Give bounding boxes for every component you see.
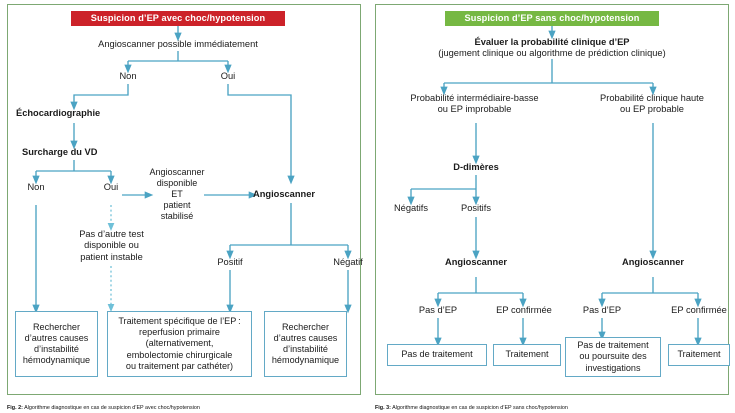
caption-left-text: Algorithme diagnostique en cas de suspic… bbox=[24, 405, 200, 411]
caption-right-text: Algorithme diagnostique en cas de suspic… bbox=[392, 405, 568, 411]
flowchart-left: Suspicion d’EP avec choc/hypotension Ang… bbox=[8, 5, 363, 394]
node-pas-autre-test: Pas d’autre test disponible ou patient i… bbox=[79, 229, 144, 262]
outcome-box-rechercher-causes-2: Rechercher d’autres causes d’instabilité… bbox=[264, 311, 347, 377]
node-d-dimeres: D-dimères bbox=[453, 162, 499, 172]
node-oui-2: Oui bbox=[103, 182, 119, 192]
caption-left: Fig. 2: Algorithme diagnostique en cas d… bbox=[7, 405, 359, 412]
banner-left: Suspicion d’EP avec choc/hypotension bbox=[71, 11, 285, 26]
outcome-box-rechercher-causes-1: Rechercher d’autres causes d’instabilité… bbox=[15, 311, 98, 377]
node-negatif: Négatif bbox=[333, 257, 363, 267]
outcome-box-pas-traitement-poursuite: Pas de traitement ou poursuite des inves… bbox=[565, 337, 661, 377]
figure-left: Suspicion d’EP avec choc/hypotension Ang… bbox=[7, 4, 363, 412]
connector-layer-right bbox=[407, 26, 702, 347]
node-surcharge-vd: Surcharge du VD bbox=[22, 147, 98, 157]
node-angioscanner-right-left: Angioscanner bbox=[445, 257, 507, 267]
node-probabilite-haute: Probabilité clinique haute ou EP probabl… bbox=[600, 93, 704, 115]
node-positif: Positif bbox=[217, 257, 243, 267]
node-echocardiographie: Échocardiographie bbox=[16, 108, 101, 118]
caption-right-label: Fig. 3: bbox=[375, 405, 391, 411]
node-ep-confirmee-right: EP confirmée bbox=[671, 305, 727, 315]
caption-left-label: Fig. 2: bbox=[7, 405, 23, 411]
node-angioscanner-left: Angioscanner bbox=[253, 189, 315, 199]
outcome-box-traitement-1: Traitement bbox=[493, 344, 561, 366]
connector-layer-left bbox=[32, 26, 352, 314]
node-angioscanner-possible: Angioscanner possible immédiatement bbox=[98, 39, 258, 49]
node-evaluer-probabilite: Évaluer la probabilité clinique d’EP bbox=[474, 37, 630, 47]
node-angioscanner-right-right: Angioscanner bbox=[622, 257, 684, 267]
node-probabilite-intermediaire-basse: Probabilité intermédiaire-basse ou EP im… bbox=[410, 93, 539, 115]
figure-right: Suspicion d’EP sans choc/hypotension Éva… bbox=[368, 0, 735, 413]
node-ep-confirmee-left: EP confirmée bbox=[496, 305, 552, 315]
node-non-1: Non bbox=[119, 71, 137, 81]
outcome-box-traitement-specifique: Traitement spécifique de l’EP : reperfus… bbox=[107, 311, 252, 377]
node-pas-dep-right: Pas d’EP bbox=[582, 305, 622, 315]
node-evaluer-probabilite-sub: (jugement clinique ou algorithme de préd… bbox=[438, 48, 666, 58]
node-positifs: Positifs bbox=[461, 203, 491, 213]
panel-right: Suspicion d’EP sans choc/hypotension Éva… bbox=[375, 4, 730, 395]
outcome-box-pas-de-traitement: Pas de traitement bbox=[387, 344, 487, 366]
panel-left: Suspicion d’EP avec choc/hypotension Ang… bbox=[7, 4, 363, 395]
node-negatifs: Négatifs bbox=[393, 203, 429, 213]
node-condition-angioscanner-disponible: Angioscanner disponible ET patient stabi… bbox=[149, 167, 205, 221]
flowchart-right: Suspicion d’EP sans choc/hypotension Éva… bbox=[376, 5, 730, 394]
caption-right: Fig. 3: Algorithme diagnostique en cas d… bbox=[375, 405, 727, 412]
banner-right: Suspicion d’EP sans choc/hypotension bbox=[445, 11, 659, 26]
node-non-2: Non bbox=[27, 182, 45, 192]
node-pas-dep-left: Pas d’EP bbox=[418, 305, 458, 315]
outcome-box-traitement-2: Traitement bbox=[668, 344, 730, 366]
node-oui-1: Oui bbox=[220, 71, 236, 81]
